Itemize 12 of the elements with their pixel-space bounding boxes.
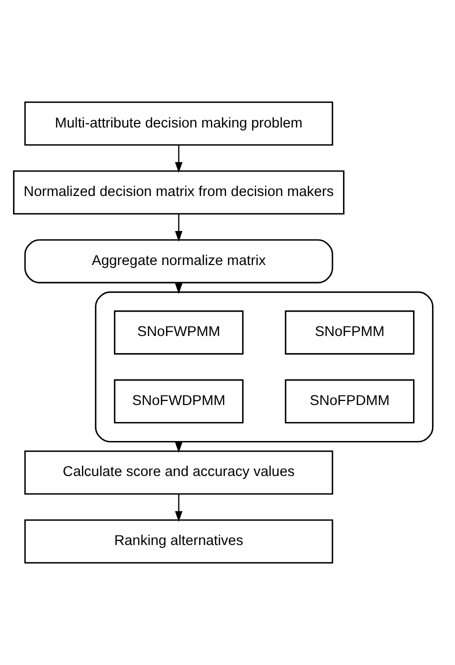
node-box: SNoFWPMM [113,310,244,355]
node-box: Multi-attribute decision making problem [24,102,333,146]
node-box: SNoFPMM [284,310,414,355]
arrow [174,494,182,522]
node-box: SNoFWDPMM [113,379,244,424]
node-box: SNoFPDMM [284,379,414,424]
arrow [174,442,182,453]
node-box: Calculate score and accuracy values [24,450,333,495]
arrow [174,145,182,173]
arrow [174,214,182,242]
node-box: Normalized decision matrix from decision makers [12,170,344,215]
node-box: Ranking alternatives [24,519,333,564]
